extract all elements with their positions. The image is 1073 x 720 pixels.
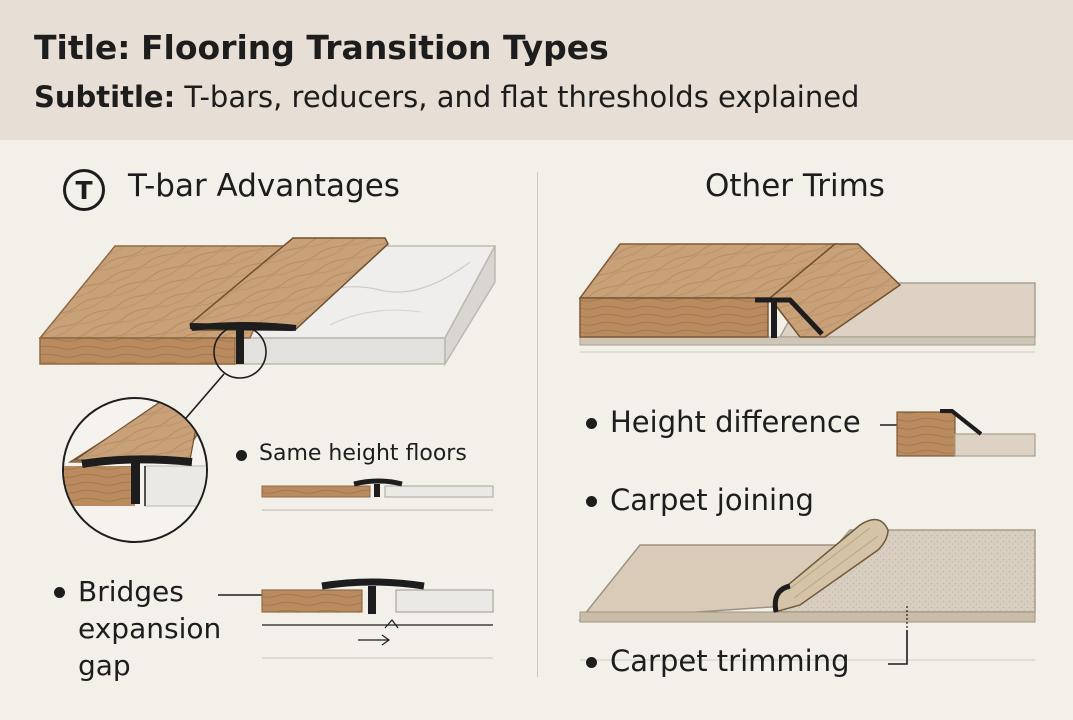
bullet-same-height	[236, 450, 247, 461]
label-bridges-3: gap	[78, 649, 131, 682]
bullet-carpet-trimming	[586, 657, 597, 668]
section-divider	[537, 172, 538, 677]
zoom-marker-small	[213, 325, 267, 379]
tbar-zoom-detail	[62, 397, 208, 543]
label-carpet-joining: Carpet joining	[610, 483, 814, 517]
tbar-main-scene	[38, 237, 497, 367]
expansion-gap-diagram	[218, 578, 494, 659]
page-subtitle: Subtitle: T-bars, reducers, and flat thr…	[34, 80, 859, 114]
label-bridges-2: expansion	[78, 612, 222, 645]
t-circle-icon: T	[63, 169, 105, 211]
height-difference-diagram	[880, 409, 1036, 457]
left-section-heading: T-bar Advantages	[128, 168, 400, 204]
carpet-main-scene	[578, 518, 1036, 661]
subtitle-text: T-bars, reducers, and flat thresholds ex…	[184, 80, 860, 114]
label-carpet-trimming: Carpet trimming	[610, 644, 850, 678]
title-text: Flooring Transition Types	[141, 28, 609, 67]
bullet-carpet-joining	[586, 496, 597, 507]
page-title: Title: Flooring Transition Types	[34, 28, 609, 67]
header-band: Title: Flooring Transition Types Subtitl…	[0, 0, 1073, 140]
label-bridges-1: Bridges	[78, 575, 184, 608]
t-icon-letter: T	[75, 176, 92, 205]
reducer-main-scene	[578, 243, 1036, 353]
bullet-bridges	[54, 587, 65, 598]
right-section-heading: Other Trims	[705, 168, 885, 204]
label-same-height: Same height floors	[259, 441, 467, 466]
title-prefix: Title:	[34, 28, 131, 67]
label-height-difference: Height difference	[610, 405, 861, 439]
subtitle-prefix: Subtitle:	[34, 80, 176, 114]
same-height-diagram	[261, 478, 494, 511]
bullet-height-difference	[586, 418, 597, 429]
